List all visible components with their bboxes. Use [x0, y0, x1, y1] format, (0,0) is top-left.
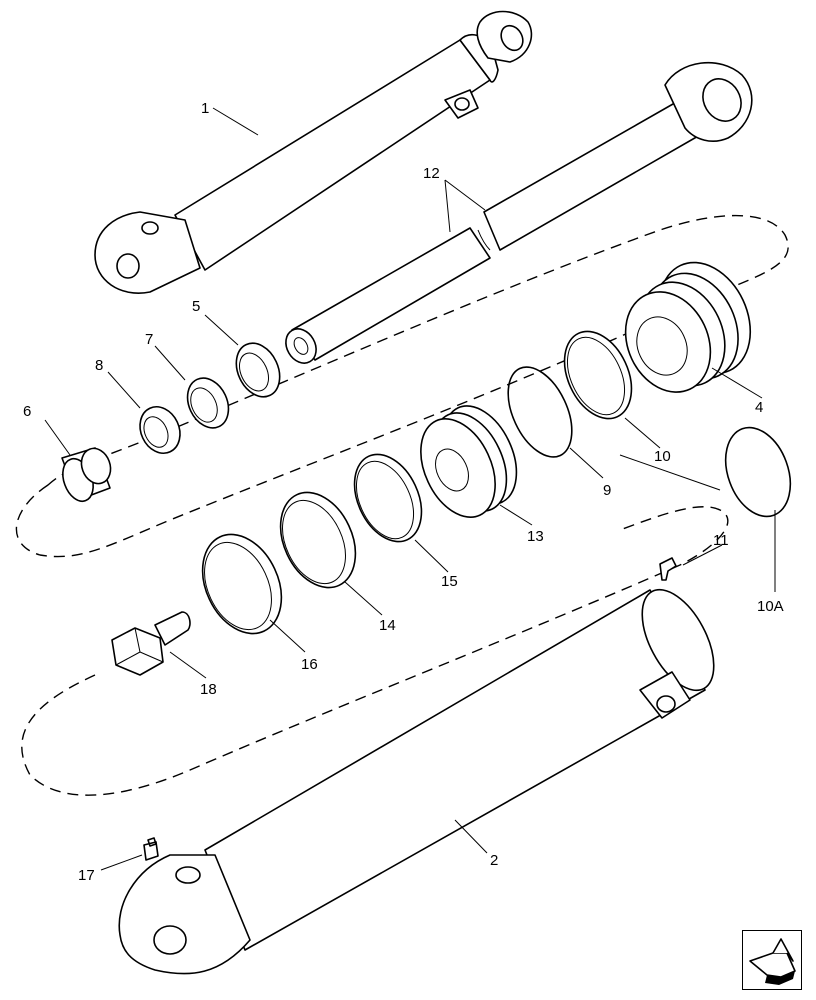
callout-2: 2 — [490, 852, 498, 869]
part-17-grease-fitting — [143, 837, 159, 861]
callout-14: 14 — [379, 617, 396, 634]
callout-5: 5 — [192, 298, 200, 315]
part-16-wear-ring — [201, 533, 283, 635]
callout-18: 18 — [200, 681, 217, 698]
next-page-button[interactable] — [742, 930, 802, 990]
part-11-bleed-screw — [659, 557, 677, 581]
seal-kit-dashed-outline — [15, 214, 789, 558]
seal-kit-dashed-outline-lower — [21, 506, 729, 796]
callout-9: 9 — [603, 482, 611, 499]
callout-4: 4 — [755, 399, 763, 416]
callout-7: 7 — [145, 331, 153, 348]
callout-12: 12 — [423, 165, 440, 182]
callout-13: 13 — [527, 528, 544, 545]
part-4-gland — [624, 261, 752, 393]
part-7-rod-seal — [186, 377, 230, 429]
part-9-o-ring — [507, 366, 573, 458]
part-6-bushing — [61, 447, 112, 503]
part-5-wiper — [235, 342, 281, 398]
callout-1: 1 — [201, 100, 209, 117]
callout-15: 15 — [441, 573, 458, 590]
callout-17: 17 — [78, 867, 95, 884]
callout-8: 8 — [95, 357, 103, 374]
leader-lines — [44, 107, 776, 871]
part-10a-o-ring — [724, 426, 792, 518]
next-page-arrow-icon — [749, 938, 796, 985]
part-8-backup-ring — [139, 406, 181, 454]
part-1-cylinder-assembly — [94, 10, 533, 294]
part-15-wear-ring — [353, 453, 423, 543]
part-12-piston-rod — [285, 61, 753, 364]
part-2-cylinder-barrel — [118, 588, 715, 975]
callout-10a: 10A — [757, 598, 784, 615]
callout-10: 10 — [654, 448, 671, 465]
callout-16: 16 — [301, 656, 318, 673]
part-14-piston-seal — [279, 491, 357, 589]
part-18-bolt — [111, 611, 191, 676]
callout-6: 6 — [23, 403, 31, 420]
part-10-backup-ring — [563, 330, 633, 420]
callout-11: 11 — [713, 532, 729, 549]
part-13-piston — [420, 405, 518, 518]
